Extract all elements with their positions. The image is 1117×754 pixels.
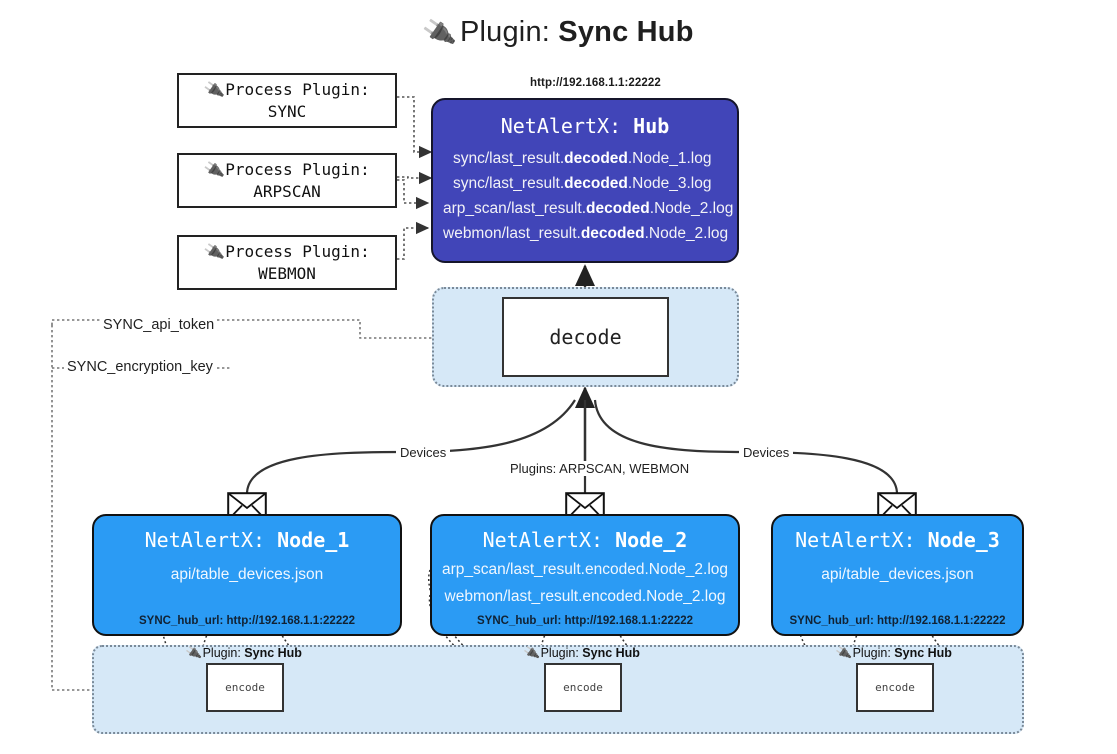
node-2-line-2: webmon/last_result.encoded.Node_2.log [444, 588, 726, 605]
node-2-line-1: arp_scan/last_result.encoded.Node_2.log [441, 561, 729, 578]
node-2-title: NetAlertX: Node_2 [482, 528, 688, 552]
hub-log-line-4: webmon/last_result.decoded.Node_2.log [443, 225, 729, 243]
plug-icon: 🔌 [202, 78, 226, 101]
process-plugin-sync-line1: 🔌Process Plugin: [202, 78, 370, 101]
process-plugin-arpscan-box[interactable]: 🔌Process Plugin: ARPSCAN [177, 153, 397, 208]
edge-label-plugins-center: Plugins: ARPSCAN, WEBMON [506, 461, 694, 476]
page-title-name: Sync Hub [558, 16, 694, 48]
hub-url-label: http://192.168.1.1:22222 [530, 77, 661, 89]
plug-icon: 🔌 [834, 644, 853, 662]
hub-box[interactable]: NetAlertX: Hub sync/last_result.decoded.… [431, 98, 739, 263]
node-1-line-1: api/table_devices.json [170, 566, 324, 583]
node-1-box[interactable]: NetAlertX: Node_1 api/table_devices.json… [92, 514, 402, 636]
process-plugin-sync-box[interactable]: 🔌Process Plugin: SYNC [177, 73, 397, 128]
process-plugin-sync-line2: SYNC [267, 101, 307, 121]
plug-icon: 🔌 [202, 158, 226, 181]
encoder-2-plugin-label: 🔌Plugin: Sync Hub [522, 644, 640, 662]
plug-icon: 🔌 [184, 644, 203, 662]
encoder-3-plugin-label: 🔌Plugin: Sync Hub [834, 644, 952, 662]
node-1-title: NetAlertX: Node_1 [144, 528, 350, 552]
edge-label-devices-right: Devices [739, 445, 794, 460]
plug-icon: 🔌 [202, 240, 226, 263]
encoder-1-plugin-label: 🔌Plugin: Sync Hub [184, 644, 302, 662]
node-3-footer: SYNC_hub_url: http://192.168.1.1:22222 [789, 615, 1006, 627]
hub-title: NetAlertX: Hub [500, 114, 670, 138]
plug-icon: 🔌 [522, 644, 541, 662]
edge-label-devices-left: Devices [396, 445, 451, 460]
node-2-box[interactable]: NetAlertX: Node_2 arp_scan/last_result.e… [430, 514, 740, 636]
encode-box-1[interactable]: encode [206, 663, 284, 712]
page-title-prefix: Plugin: [459, 16, 559, 48]
decode-box[interactable]: decode [502, 297, 669, 377]
node-3-title: NetAlertX: Node_3 [795, 528, 1000, 552]
sync-api-token-label: SYNC_api_token [100, 317, 218, 333]
encode-box-3[interactable]: encode [856, 663, 934, 712]
process-plugin-webmon-box[interactable]: 🔌Process Plugin: WEBMON [177, 235, 397, 290]
plug-icon: 🔌 [420, 14, 459, 50]
process-plugin-arpscan-line1: 🔌Process Plugin: [202, 158, 370, 181]
process-plugin-webmon-line1: 🔌Process Plugin: [202, 240, 370, 263]
hub-log-line-1: sync/last_result.decoded.Node_1.log [453, 150, 712, 167]
sync-encryption-key-label: SYNC_encryption_key [64, 359, 216, 375]
hub-log-line-3: arp_scan/last_result.decoded.Node_2.log [443, 200, 734, 218]
node-3-line-1: api/table_devices.json [821, 566, 974, 583]
hub-log-line-2: sync/last_result.decoded.Node_3.log [453, 175, 712, 193]
node-2-footer: SYNC_hub_url: http://192.168.1.1:22222 [476, 615, 694, 627]
process-plugin-arpscan-line2: ARPSCAN [253, 181, 321, 201]
node-1-footer: SYNC_hub_url: http://192.168.1.1:22222 [138, 615, 356, 627]
process-plugin-webmon-line2: WEBMON [258, 263, 316, 283]
encode-box-2[interactable]: encode [544, 663, 622, 712]
node-3-box[interactable]: NetAlertX: Node_3 api/table_devices.json… [771, 514, 1024, 636]
page-title: 🔌Plugin: Sync Hub [0, 14, 1117, 50]
